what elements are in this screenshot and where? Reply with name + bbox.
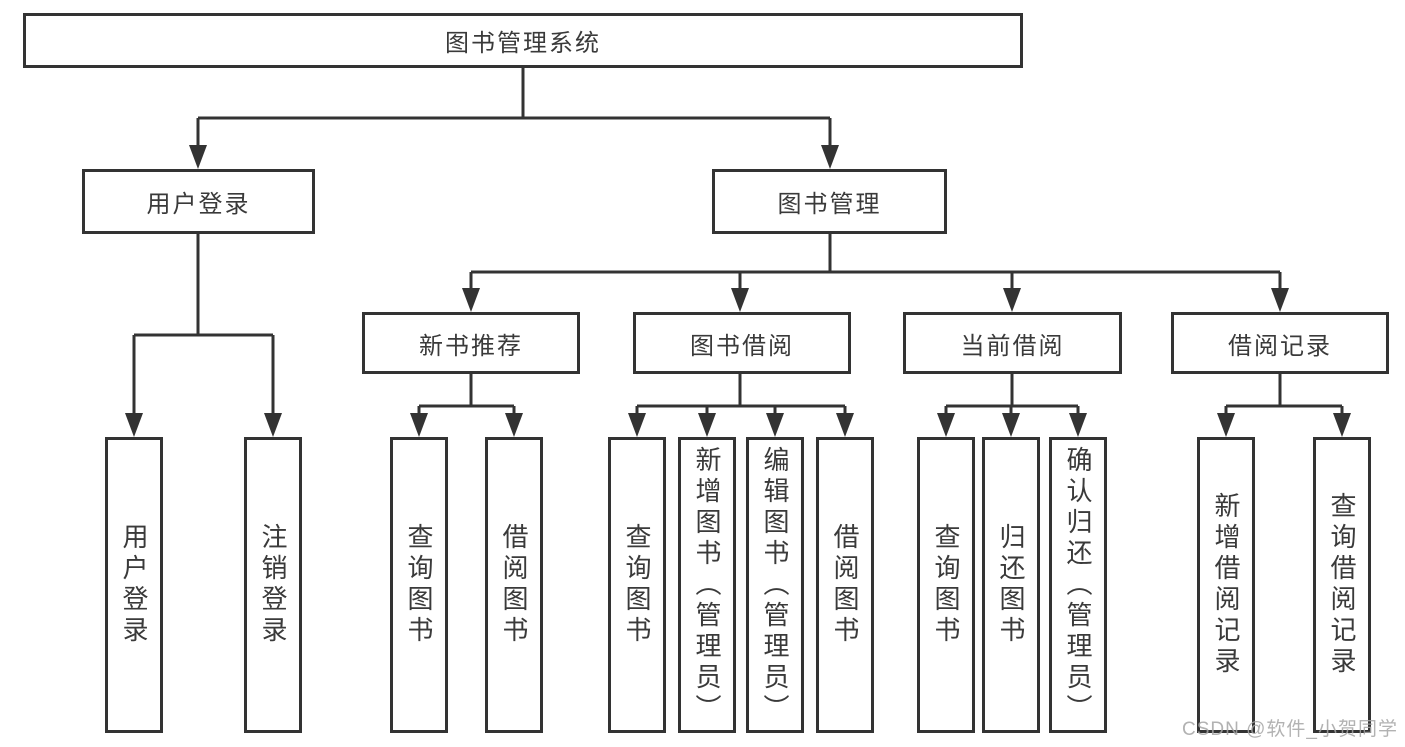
node-new-book-recommend: 新书推荐: [362, 312, 580, 374]
leaf-add-borrow-record: 新增借阅记录: [1197, 437, 1255, 733]
leaf-return-books: 归还图书: [982, 437, 1040, 733]
leaf-confirm-return-admin: 确认归还（管理员）: [1049, 437, 1107, 733]
node-label: 图书借阅: [690, 332, 794, 360]
node-label: 图书管理: [777, 191, 882, 218]
node-borrow-records: 借阅记录: [1171, 312, 1389, 374]
leaf-query-books-recommend: 查询图书: [390, 437, 448, 733]
leaf-label: 新增借阅记录: [1211, 492, 1241, 678]
leaf-add-books-admin: 新增图书（管理员）: [678, 437, 736, 733]
leaf-label: 归还图书: [996, 523, 1026, 647]
leaf-label: 查询图书: [931, 523, 961, 647]
csdn-watermark: CSDN @软件_小贺同学: [1182, 719, 1398, 740]
leaf-label: 确认归还（管理员）: [1063, 446, 1093, 725]
node-label: 当前借阅: [960, 332, 1065, 360]
leaf-user-login: 用户登录: [105, 437, 163, 733]
leaf-label: 借阅图书: [499, 523, 529, 647]
leaf-label: 新增图书（管理员）: [692, 446, 722, 725]
leaf-label: 查询借阅记录: [1327, 492, 1357, 678]
node-label: 图书管理系统: [445, 30, 601, 57]
leaf-query-books-current: 查询图书: [917, 437, 975, 733]
leaf-label: 查询图书: [622, 523, 652, 647]
node-book-management-system: 图书管理系统: [23, 13, 1023, 68]
leaf-label: 借阅图书: [830, 523, 860, 647]
leaf-label: 注销登录: [258, 523, 288, 647]
node-user-login: 用户登录: [82, 169, 315, 234]
node-label: 新书推荐: [419, 332, 523, 360]
leaf-logout: 注销登录: [244, 437, 302, 733]
node-book-management: 图书管理: [712, 169, 947, 234]
leaf-borrow-books-recommend: 借阅图书: [485, 437, 543, 733]
leaf-label: 编辑图书（管理员）: [760, 446, 790, 725]
node-current-borrow: 当前借阅: [903, 312, 1122, 374]
leaf-label: 用户登录: [119, 523, 149, 647]
node-label: 用户登录: [146, 191, 251, 218]
leaf-label: 查询图书: [404, 523, 434, 647]
leaf-query-borrow-record: 查询借阅记录: [1313, 437, 1371, 733]
leaf-edit-books-admin: 编辑图书（管理员）: [746, 437, 804, 733]
node-book-borrow: 图书借阅: [633, 312, 851, 374]
node-label: 借阅记录: [1228, 332, 1332, 360]
leaf-borrow-books: 借阅图书: [816, 437, 874, 733]
leaf-query-books-borrow: 查询图书: [608, 437, 666, 733]
